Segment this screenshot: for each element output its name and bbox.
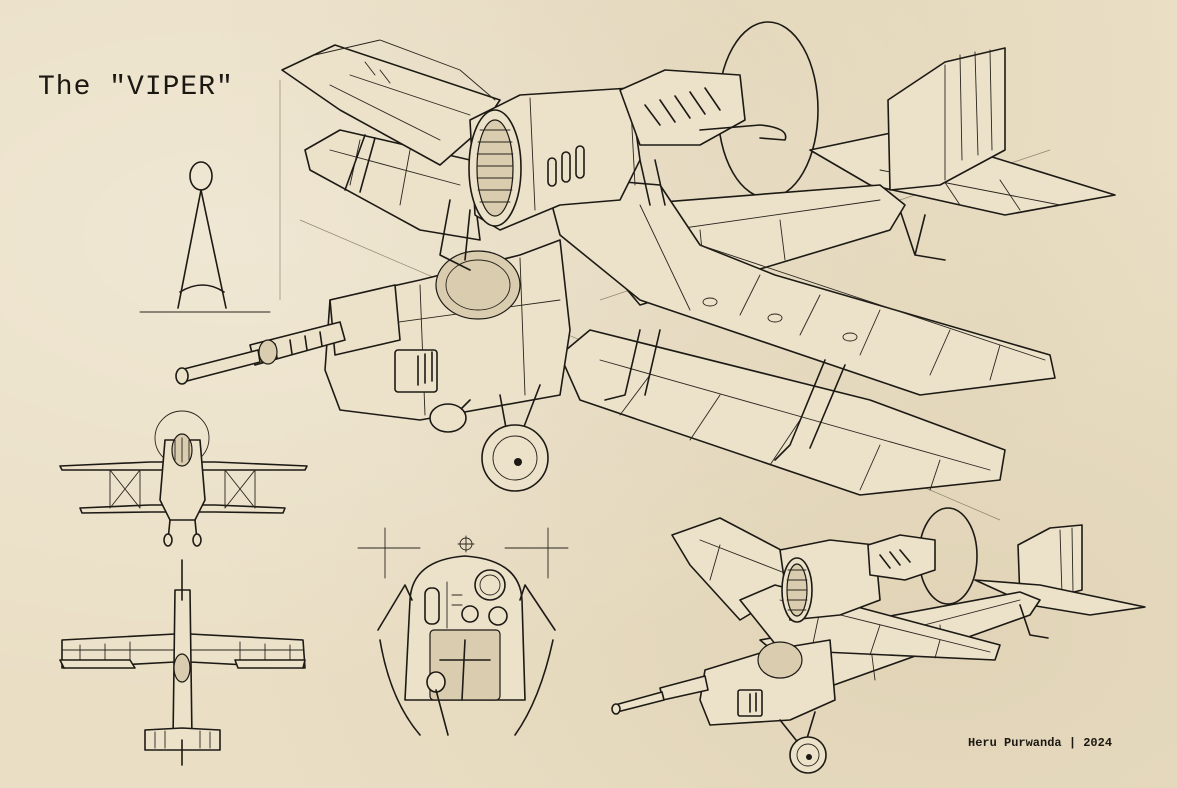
cockpit-detail (357, 527, 569, 736)
secondary-perspective-view (611, 507, 1146, 774)
top-view (59, 559, 306, 766)
main-perspective-view (175, 21, 1116, 496)
front-view (59, 410, 308, 547)
scale-figure (139, 161, 271, 313)
page-title: The "VIPER" (38, 72, 234, 103)
artist-credit: Heru Purwanda | 2024 (968, 736, 1113, 750)
